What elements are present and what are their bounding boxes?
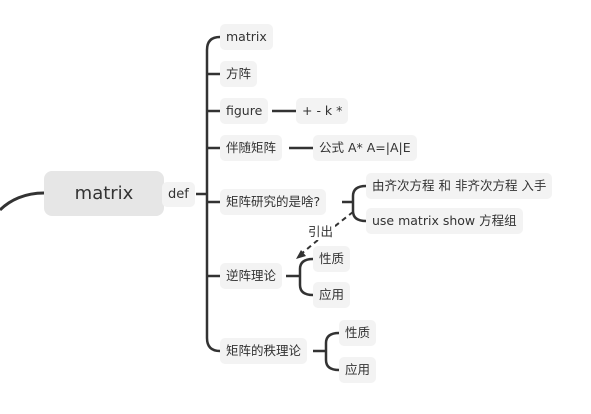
root-node[interactable]: matrix [44, 171, 164, 216]
relation-arrowhead [296, 250, 306, 259]
child-node-square-matrix[interactable]: 方阵 [220, 61, 258, 87]
subnode-inverse-properties[interactable]: 性质 [313, 246, 351, 272]
subnode-equations[interactable]: 由齐次方程 和 非齐次方程 入手 [366, 173, 553, 199]
child-node-adjugate[interactable]: 伴随矩阵 [220, 135, 283, 161]
subnode-inverse-application[interactable]: 应用 [313, 282, 351, 308]
child-node-rank-theory[interactable]: 矩阵的秩理论 [220, 338, 308, 364]
root-incoming-line [0, 191, 45, 212]
main-bracket [205, 35, 221, 353]
child-node-matrix[interactable]: matrix [220, 24, 273, 50]
relation-label: 引出 [306, 221, 336, 240]
subnode-use-matrix[interactable]: use matrix show 方程组 [366, 208, 523, 234]
child-node-figure[interactable]: figure [220, 98, 269, 124]
subnode-rank-properties[interactable]: 性质 [339, 320, 377, 346]
subnode-adjugate-formula[interactable]: 公式 A* A=|A|E [313, 135, 417, 161]
child-node-inverse-theory[interactable]: 逆阵理论 [220, 263, 283, 289]
subnode-figure-ops[interactable]: + - k * [296, 98, 349, 124]
subnode-rank-application[interactable]: 应用 [339, 357, 377, 383]
child-node-matrix-study[interactable]: 矩阵研究的是啥? [220, 189, 327, 215]
def-node[interactable]: def [162, 182, 195, 207]
